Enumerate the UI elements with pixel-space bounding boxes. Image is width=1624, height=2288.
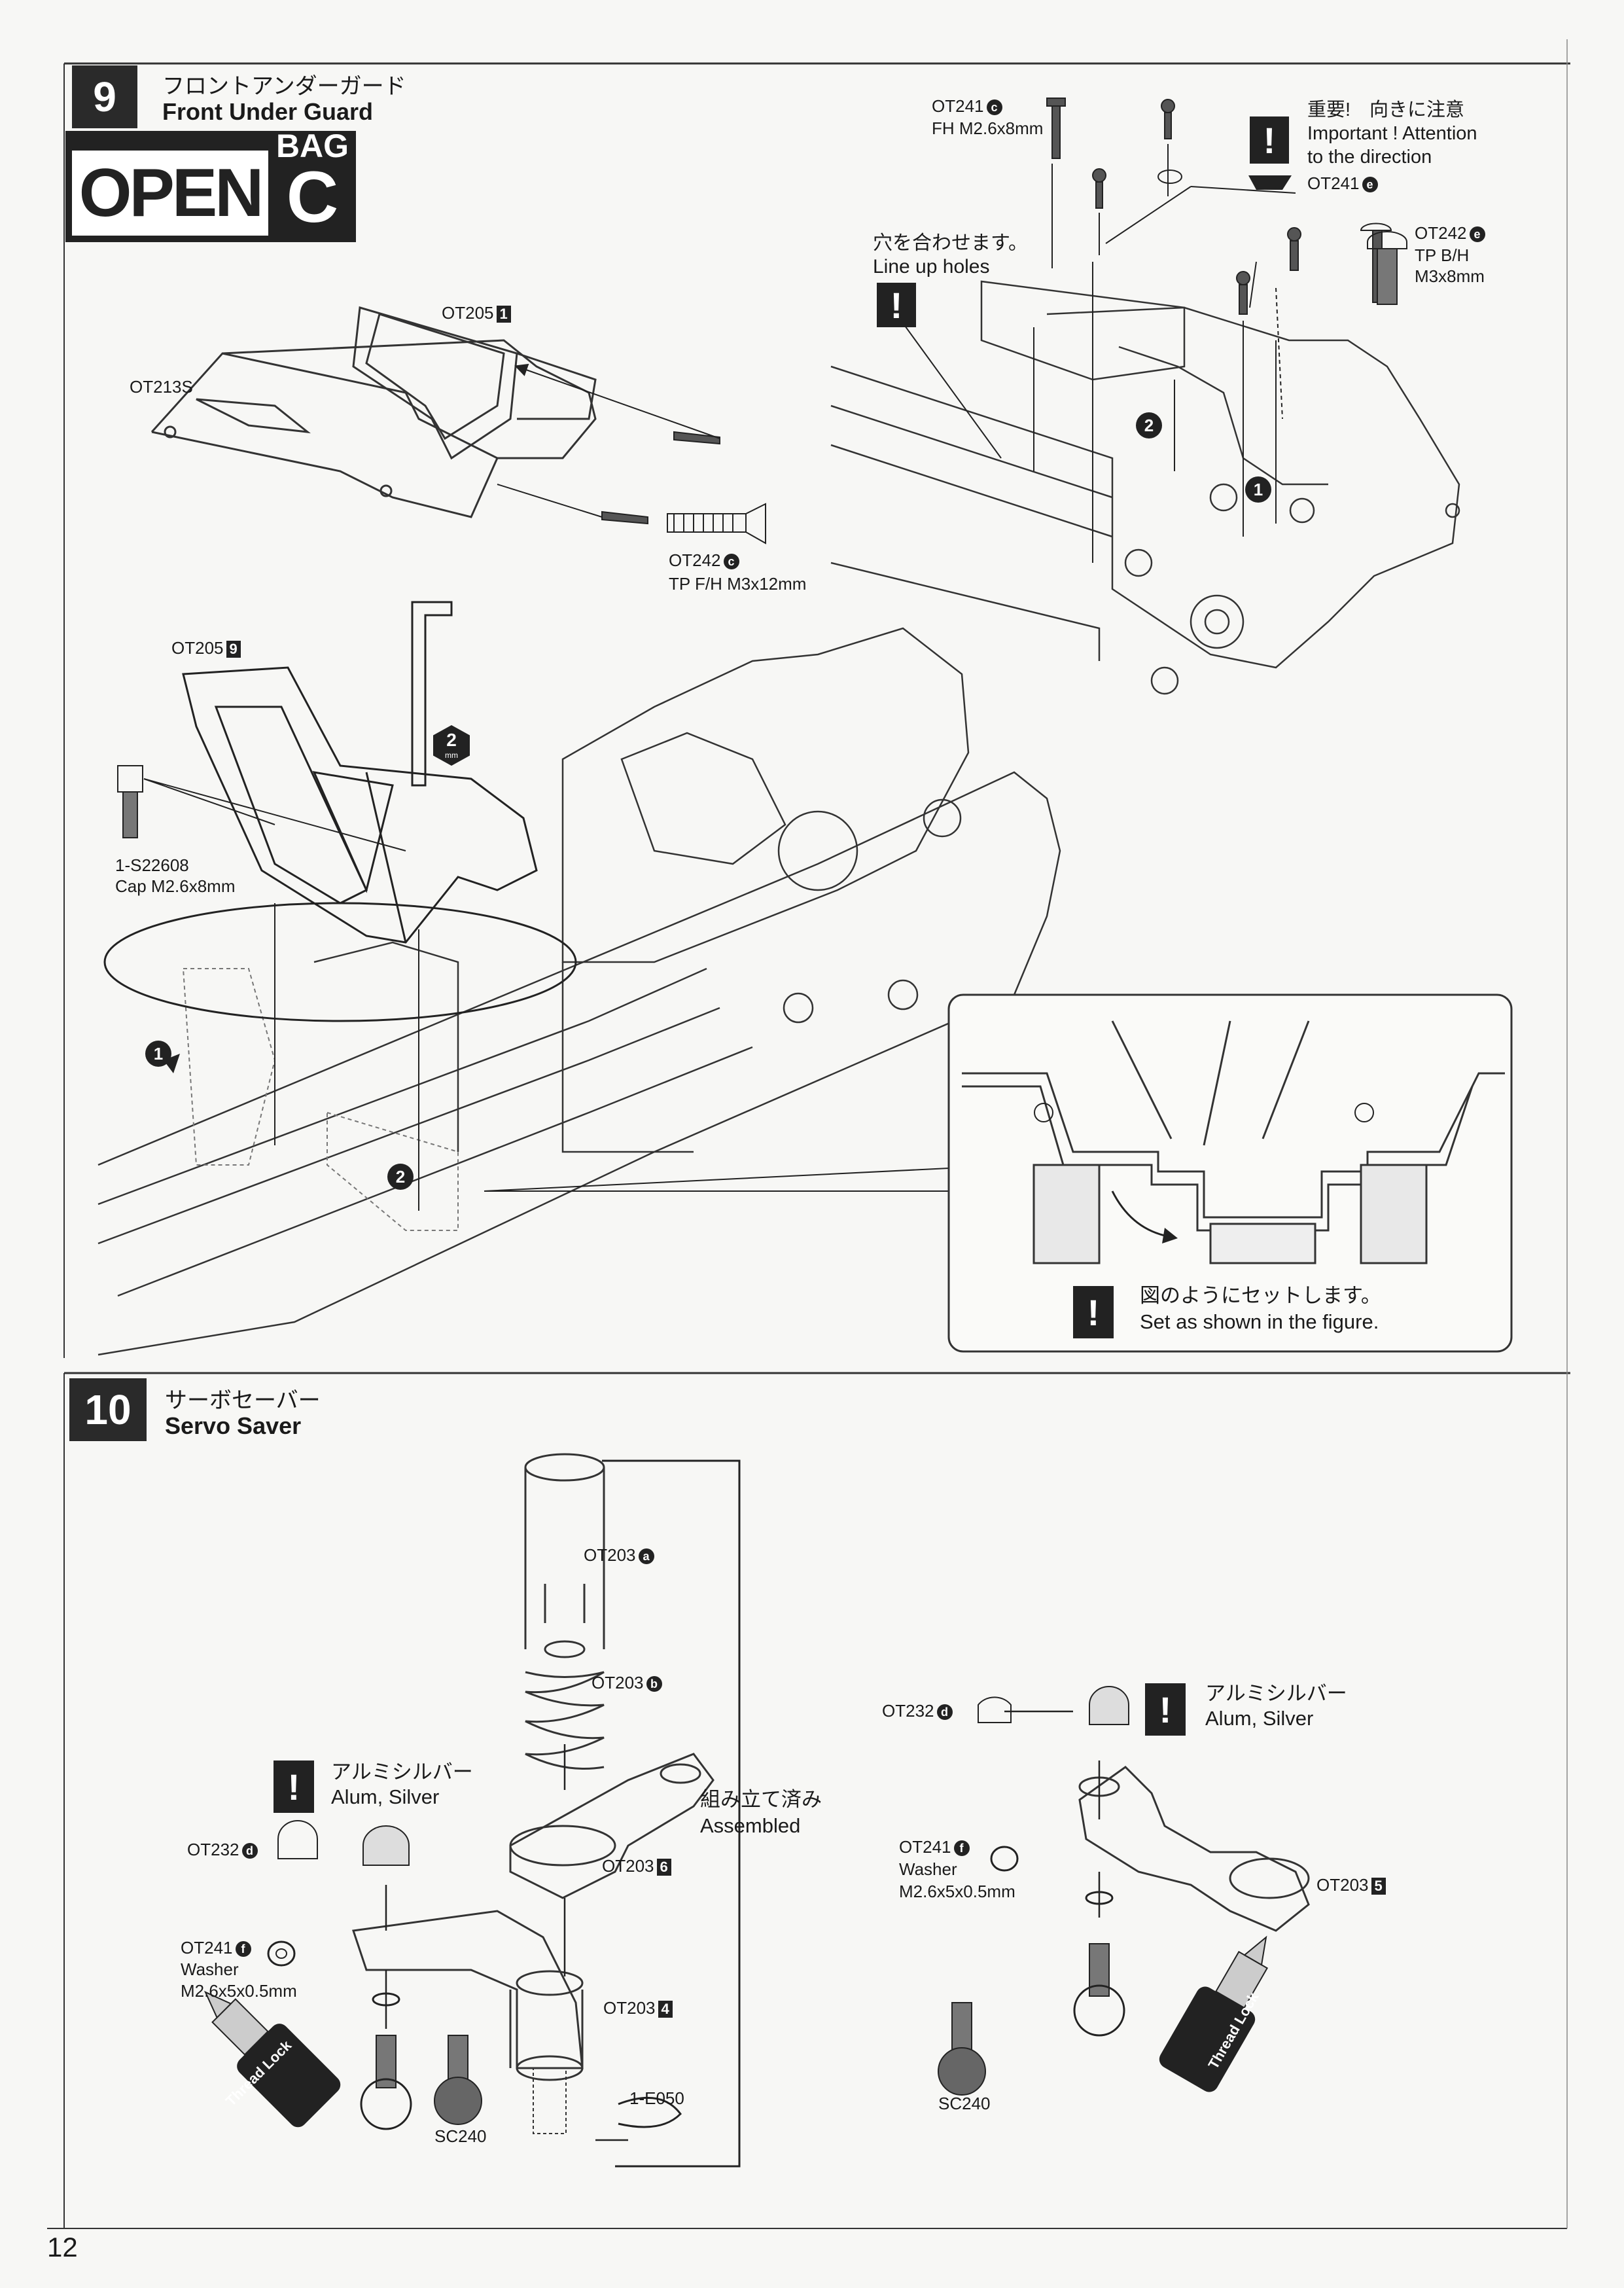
alum-jp-left: アルミシルバー <box>331 1761 473 1783</box>
step-10-title-jp: サーボセーバー <box>165 1388 321 1413</box>
label-washer-right: Washer <box>899 1859 957 1879</box>
label-washer-left: Washer <box>181 1959 239 1979</box>
hex-unit: mm <box>445 751 458 760</box>
line-up-warning-icon: ! <box>877 283 916 327</box>
step-9-number: 9 <box>72 65 137 128</box>
label-s22608-desc: Cap M2.6x8mm <box>115 876 236 896</box>
label-washer-size-right: M2.6x5x0.5mm <box>899 1882 1015 1901</box>
hex-size: 2 <box>446 730 457 750</box>
sc240-ball-icon <box>434 2035 482 2125</box>
assembled-jp: 組み立て済み <box>700 1788 822 1811</box>
label-ot242e-desc1: TP B/H <box>1415 245 1470 265</box>
alum-en-right: Alum, Silver <box>1205 1707 1314 1730</box>
step-9-title-en: Front Under Guard <box>162 98 373 125</box>
page-number: 12 <box>47 2232 78 2262</box>
chassis-upper-right <box>830 280 1460 695</box>
hex-wrench-size-icon: 2 mm <box>433 725 470 766</box>
flat-head-screw-icon <box>667 503 766 545</box>
marker-1-left: 1 <box>145 1041 171 1067</box>
alum-en-left: Alum, Silver <box>331 1785 440 1808</box>
open-label: OPEN <box>72 151 268 236</box>
step-9-title-jp: フロントアンダーガード <box>162 74 406 99</box>
label-sc240-left: SC240 <box>434 2126 487 2146</box>
step-10-title-en: Servo Saver <box>165 1412 302 1439</box>
ball-cup-icon <box>277 1820 318 1859</box>
detail-inset-art <box>962 1020 1505 1264</box>
chassis-main <box>97 627 1061 1356</box>
important-en-2: to the direction <box>1307 147 1432 168</box>
label-ot213s: OT213S <box>130 377 193 397</box>
servo-saver-right <box>1078 1766 1310 1932</box>
set-jp: 図のようにセットします。 <box>1140 1284 1381 1307</box>
guard-bracket-1 <box>352 306 597 460</box>
under-guard-plate <box>150 339 597 518</box>
cap-screw-icon <box>117 765 143 838</box>
front-guard-part <box>182 666 538 944</box>
alum-warning-right-icon: ! <box>1145 1683 1186 1736</box>
set-en: Set as shown in the figure. <box>1140 1310 1379 1333</box>
marker-2-left: 2 <box>387 1164 414 1190</box>
important-jp: 重要! 向きに注意 <box>1307 99 1465 120</box>
label-s22608: 1-S22608 <box>115 855 189 875</box>
important-en-1: Important ! Attention <box>1307 123 1477 144</box>
label-ot242e-desc2: M3x8mm <box>1415 266 1485 286</box>
ball-stud-icon <box>360 2035 412 2130</box>
alum-jp-right: アルミシルバー <box>1205 1682 1347 1705</box>
label-sc240-right: SC240 <box>938 2094 991 2113</box>
screws-step9 <box>601 431 720 525</box>
step-10-number: 10 <box>69 1378 147 1441</box>
label-washer-size-left: M2.6x5x0.5mm <box>181 1981 297 2001</box>
assembled-en: Assembled <box>700 1814 801 1837</box>
marker-1-upper: 1 <box>1245 476 1271 503</box>
marker-2-upper: 2 <box>1136 412 1162 438</box>
servo-saver-left <box>352 1453 715 2134</box>
alum-warning-left-icon: ! <box>274 1761 314 1813</box>
important-warning-icon: ! <box>1250 116 1289 164</box>
bag-letter: C <box>286 157 339 238</box>
ball-nut-icon <box>362 1825 410 1866</box>
set-warning-icon: ! <box>1073 1286 1114 1338</box>
line-up-en: Line up holes <box>873 256 990 277</box>
thread-lock-bottle-right-icon <box>1159 1935 1269 2092</box>
washer-direction-icon <box>1248 175 1292 190</box>
label-ot241c-desc: FH M2.6x8mm <box>932 118 1044 138</box>
ghost-guard <box>182 968 459 1231</box>
label-ot242c-desc: TP F/H M3x12mm <box>669 574 807 594</box>
thread-lock-bottle-icon <box>203 1990 341 2128</box>
hex-wrench <box>411 601 453 787</box>
line-up-jp: 穴を合わせます。 <box>873 232 1028 254</box>
open-bag-badge: OPEN BAG C <box>65 128 356 242</box>
bag-label: BAG <box>275 128 349 164</box>
tp-bh-screw-icon <box>1367 231 1407 305</box>
label-e050: 1-E050 <box>629 2088 684 2108</box>
